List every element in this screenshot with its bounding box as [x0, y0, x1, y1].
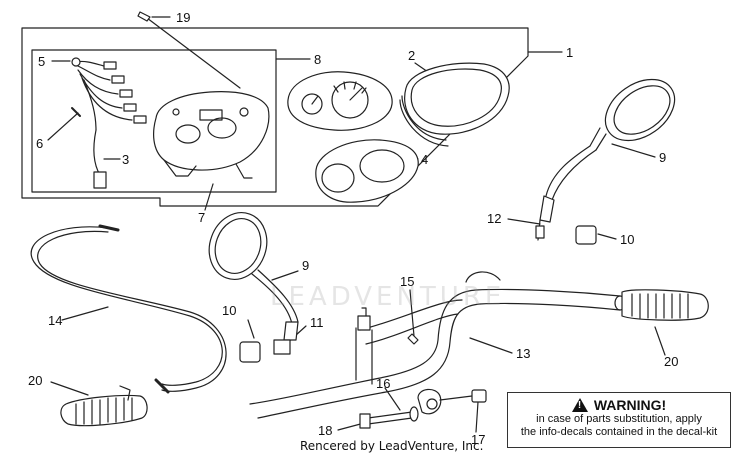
- left-grip: [60, 385, 148, 427]
- warning-line-2: the info-decals contained in the decal-k…: [520, 426, 718, 438]
- callout-12: 12: [487, 211, 501, 226]
- callout-4: 4: [421, 152, 428, 167]
- callout-16: 16: [376, 376, 390, 391]
- wiring-harness: [71, 57, 147, 189]
- callout-20-left: 20: [28, 373, 42, 388]
- handlebar: [249, 271, 626, 419]
- nut-10-left: [239, 341, 261, 363]
- warning-title: WARNING!: [593, 397, 667, 413]
- callout-1: 1: [566, 45, 573, 60]
- callout-2: 2: [408, 48, 415, 63]
- instrument-panel-frame: [31, 49, 277, 193]
- warning-line-1: in case of parts substitution, apply: [536, 413, 702, 425]
- callout-15: 15: [400, 274, 414, 289]
- watermark: LEADVENTURE: [270, 282, 506, 312]
- handlebar-clamp: [359, 388, 487, 429]
- warning-box: WARNING! in case of parts substitution, …: [507, 392, 731, 448]
- dashboard-assembly-frame: [21, 27, 529, 207]
- callout-7: 7: [198, 210, 205, 225]
- callout-18: 18: [318, 423, 332, 438]
- warning-heading: WARNING!: [508, 397, 730, 413]
- instrument-lens: [399, 62, 510, 147]
- callout-13: 13: [516, 346, 530, 361]
- callout-19: 19: [176, 10, 190, 25]
- instrument-bezel: [315, 139, 419, 203]
- right-mirror: [535, 78, 676, 241]
- callout-3: 3: [122, 152, 129, 167]
- callout-6: 6: [36, 136, 43, 151]
- callout-labels: 1 2 3 4 5 6 7 8 9 9 10 10 11 12 13 14 15…: [28, 10, 678, 447]
- nut-10-right: [575, 225, 597, 245]
- callout-8: 8: [314, 52, 321, 67]
- instrument-housing: [153, 91, 270, 179]
- warning-triangle-icon: [571, 398, 588, 412]
- callout-10-right: 10: [620, 232, 634, 247]
- callout-9-left: 9: [302, 258, 309, 273]
- screw-19: [137, 11, 151, 22]
- render-credit: Rencered by LeadVenture, Inc.: [300, 439, 484, 453]
- left-mirror: [208, 212, 299, 355]
- throttle-cable: [30, 224, 227, 394]
- callout-20-right: 20: [664, 354, 678, 369]
- callout-5: 5: [38, 54, 45, 69]
- callout-17: 17: [471, 432, 485, 447]
- callout-11: 11: [310, 315, 324, 330]
- screw-15: [407, 333, 419, 345]
- callout-9-right: 9: [659, 150, 666, 165]
- callout-14: 14: [48, 313, 62, 328]
- right-grip: [621, 289, 709, 321]
- dial-face: [287, 71, 393, 131]
- callout-10-left: 10: [222, 303, 236, 318]
